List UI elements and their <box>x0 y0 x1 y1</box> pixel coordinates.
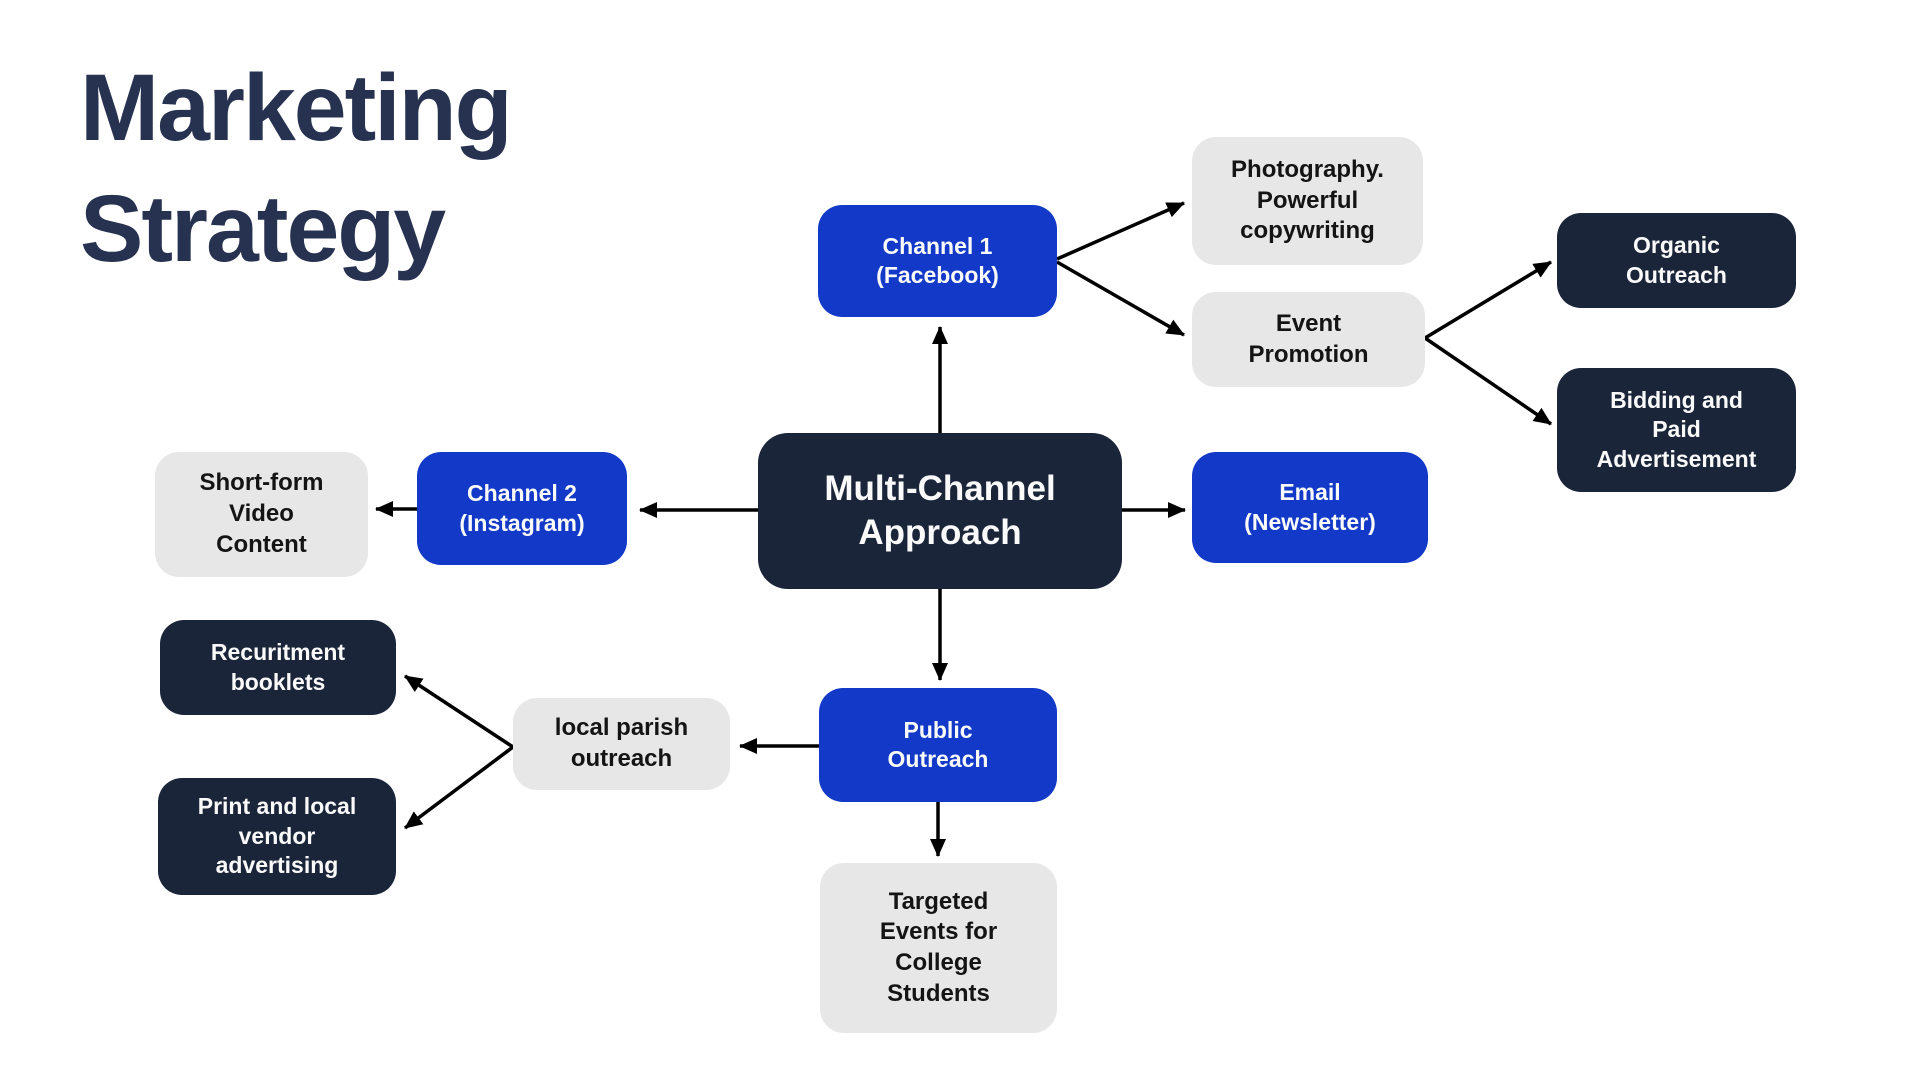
node-short-form-video-content: Short-form Video Content <box>155 452 368 577</box>
node-organic-outreach: Organic Outreach <box>1557 213 1796 308</box>
node-event-promotion: Event Promotion <box>1192 292 1425 387</box>
node-photography-copywriting: Photography. Powerful copywriting <box>1192 137 1423 265</box>
node-label: Print and local vendor advertising <box>197 793 357 879</box>
node-label: Targeted Events for College Students <box>879 887 998 1007</box>
node-email-newsletter: Email (Newsletter) <box>1192 452 1428 563</box>
node-label: Organic Outreach <box>1626 232 1727 288</box>
node-channel-2-instagram: Channel 2 (Instagram) <box>417 452 627 565</box>
node-label: Event Promotion <box>1248 309 1369 368</box>
node-multi-channel-approach: Multi-Channel Approach <box>758 433 1122 589</box>
node-recruitment-booklets: Recuritment booklets <box>160 620 396 715</box>
node-label: Recuritment booklets <box>210 639 346 695</box>
node-label: Email (Newsletter) <box>1244 479 1376 535</box>
node-label: Photography. Powerful copywriting <box>1231 155 1384 245</box>
node-label: local parish outreach <box>554 714 689 772</box>
node-label: Public Outreach <box>887 716 989 772</box>
page-title: Marketing Strategy <box>80 55 513 282</box>
node-targeted-events-college-students: Targeted Events for College Students <box>820 863 1057 1033</box>
node-label: Multi-Channel Approach <box>824 469 1056 552</box>
node-print-local-vendor-advertising: Print and local vendor advertising <box>158 778 396 895</box>
node-label: Short-form Video Content <box>199 469 324 558</box>
node-public-outreach: Public Outreach <box>819 688 1057 802</box>
node-label: Channel 1 (Facebook) <box>876 232 999 288</box>
node-label: Channel 2 (Instagram) <box>459 480 585 536</box>
node-bidding-paid-advertisement: Bidding and Paid Advertisement <box>1557 368 1796 492</box>
node-local-parish-outreach: local parish outreach <box>513 698 730 790</box>
node-label: Bidding and Paid Advertisement <box>1596 386 1757 472</box>
node-channel-1-facebook: Channel 1 (Facebook) <box>818 205 1057 317</box>
